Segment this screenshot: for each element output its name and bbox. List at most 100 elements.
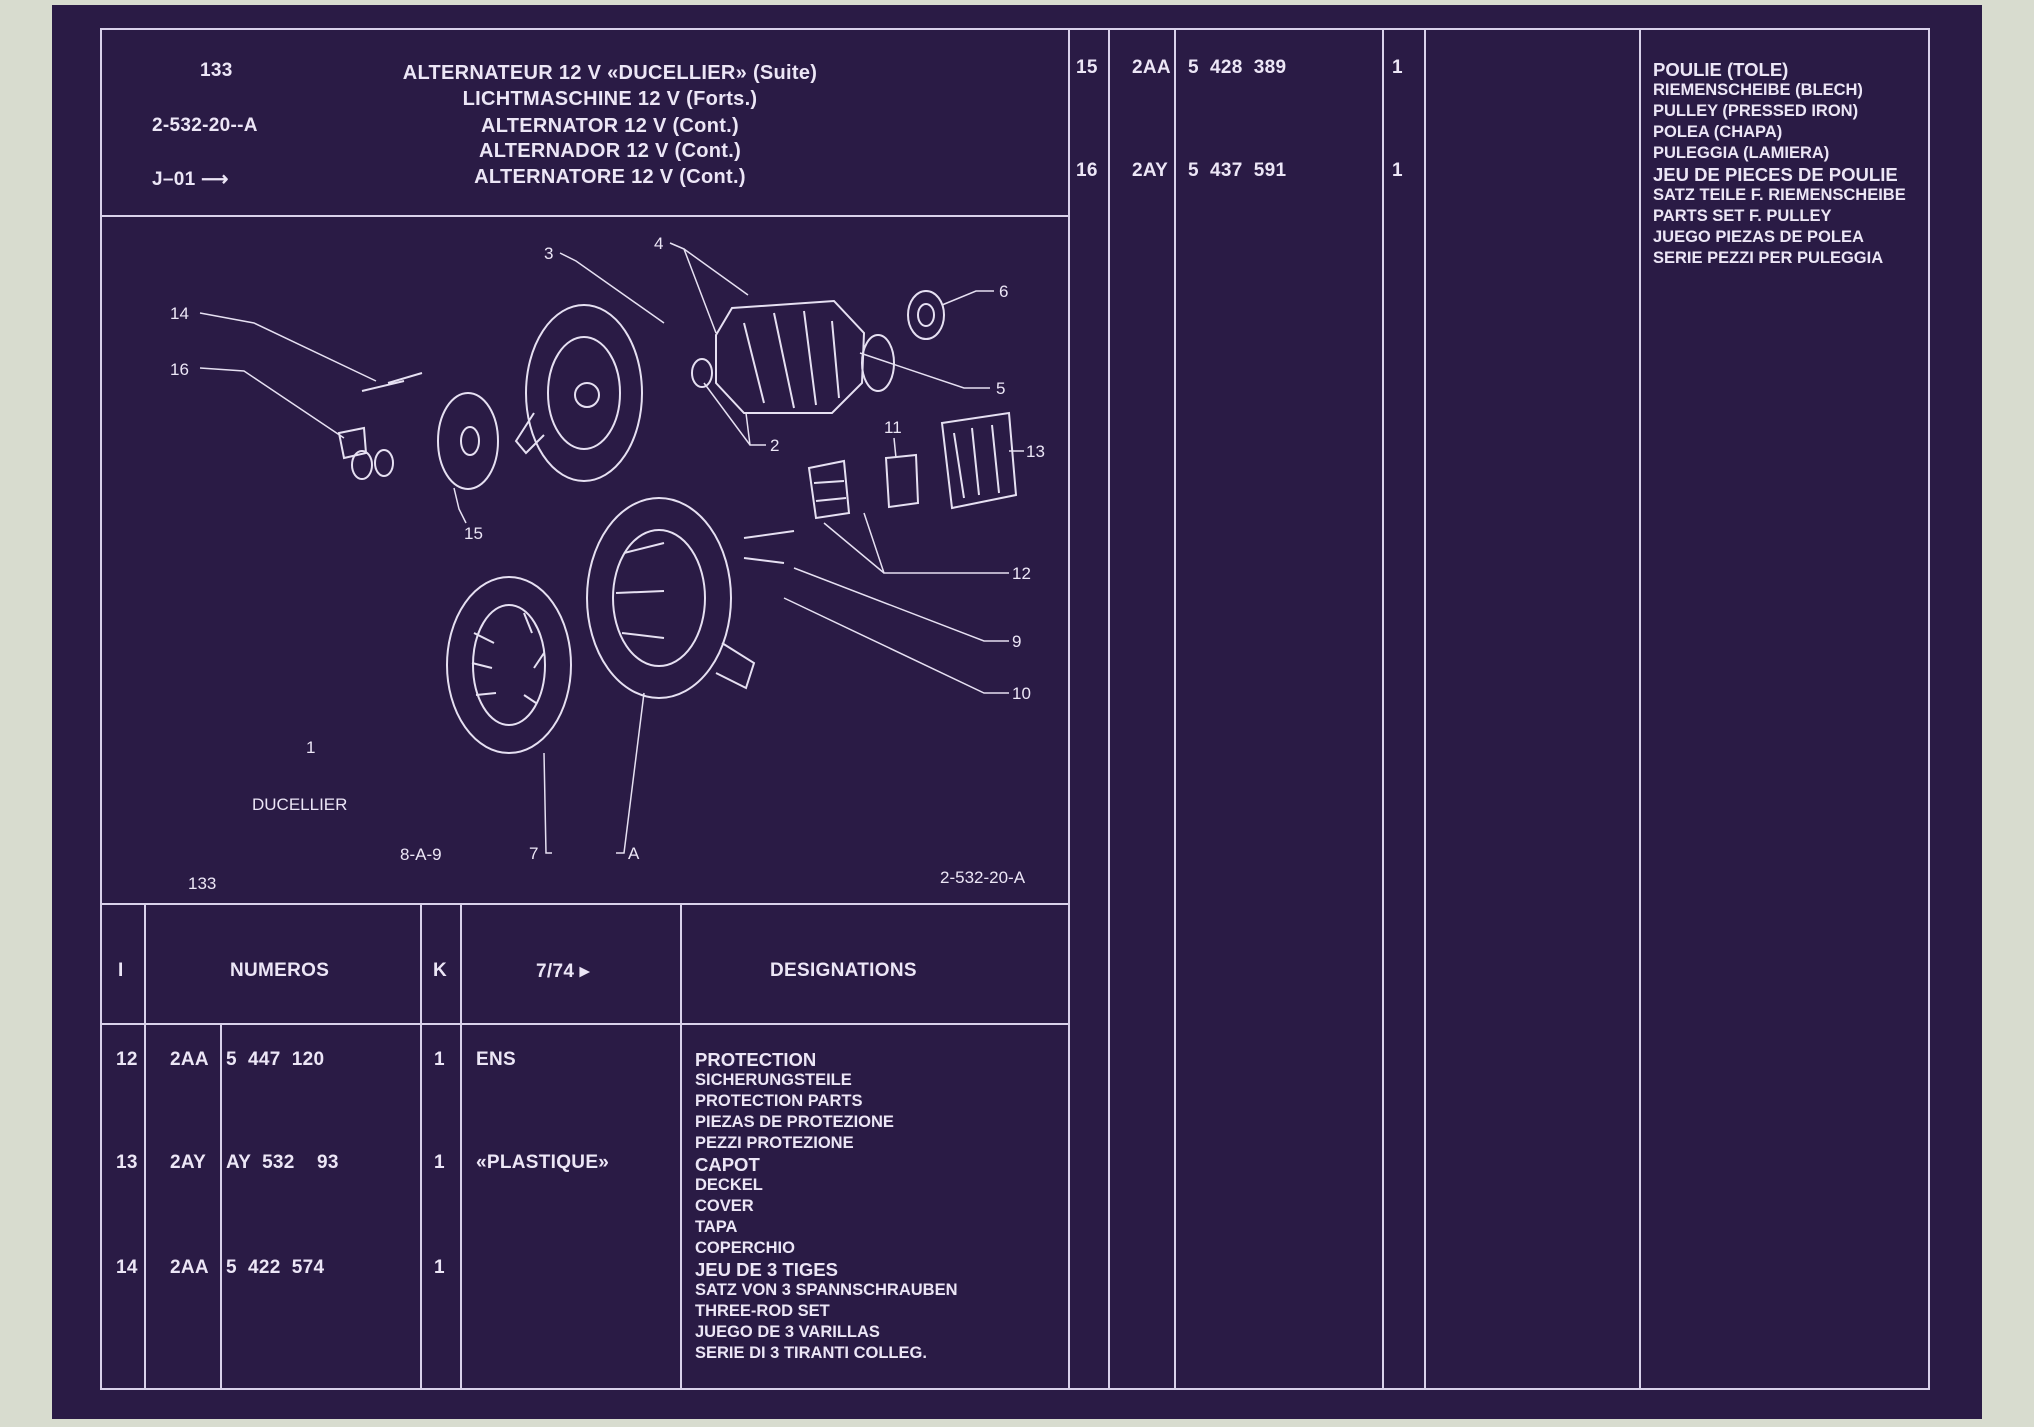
row-designation: JEU DE PIECES DE POULIE SATZ TEILE F. RI… — [1653, 164, 1906, 267]
rear-housing-inner — [547, 336, 621, 450]
row-part-number: 5 428 389 — [1188, 57, 1287, 78]
row-k: 1 — [434, 1152, 445, 1173]
rule — [100, 903, 1068, 905]
callout-15: 15 — [464, 524, 483, 543]
callout-12: 12 — [1012, 564, 1031, 583]
regulator-bolt — [743, 530, 795, 564]
callout-11: 11 — [884, 418, 902, 437]
row-k: 1 — [434, 1257, 445, 1278]
leader-4b — [683, 248, 749, 296]
row-index: 15 — [1076, 57, 1098, 78]
callout-16: 16 — [170, 360, 189, 379]
rotor-slip-ring — [861, 334, 895, 392]
rule — [220, 1023, 222, 1390]
leader-2b — [745, 412, 751, 446]
diagram-ref-code: 2-532-20-A — [940, 868, 1026, 887]
front-housing-inner — [612, 529, 706, 667]
front-housing-ribs — [615, 542, 665, 639]
exploded-view-diagram: 14 16 15 3 4 6 5 2 11 13 12 9 10 7 A 1 D… — [104, 213, 1070, 903]
sheet-frame — [100, 28, 1930, 1390]
callout-14: 14 — [170, 304, 189, 323]
row-index: 13 — [116, 1152, 138, 1173]
rule — [680, 903, 682, 1390]
row-designation: POULIE (TOLE) RIEMENSCHEIBE (BLECH) PULL… — [1653, 59, 1863, 162]
pulley-washer — [351, 450, 373, 480]
rule — [460, 903, 462, 1390]
row-part-number: 5 422 574 — [226, 1257, 325, 1278]
callout-9: 9 — [1012, 632, 1021, 651]
tie-rods — [361, 372, 423, 392]
plastic-cover — [940, 411, 1018, 510]
row-code: 2AY — [1132, 160, 1169, 181]
rule — [1174, 28, 1176, 1390]
title-es: ALTERNADOR 12 V (Cont.) — [478, 140, 742, 162]
row-part-number: 5 437 591 — [1188, 160, 1287, 181]
rule — [1108, 28, 1110, 1390]
row-k: 1 — [1392, 57, 1403, 78]
row-designation: PROTECTION SICHERUNGSTEILE PROTECTION PA… — [695, 1049, 894, 1152]
rear-housing — [525, 304, 643, 482]
brand-name: DUCELLIER — [252, 795, 347, 814]
leader-A — [616, 692, 645, 854]
row-note: «PLASTIQUE» — [476, 1152, 610, 1173]
arrow-right-icon: ⟶ — [201, 169, 229, 190]
callout-13: 13 — [1026, 442, 1045, 461]
rule — [100, 1023, 1068, 1025]
row-code: 2AA — [1132, 57, 1171, 78]
alternator-exploded-drawing: 14 16 15 3 4 6 5 2 11 13 12 9 10 7 A 1 D… — [170, 234, 1045, 893]
row-part-number: 5 447 120 — [226, 1049, 325, 1070]
col-header-index: I — [118, 960, 124, 981]
row-designation: CAPOT DECKEL COVER TAPA COPERCHIO — [695, 1154, 795, 1257]
row-code: 2AA — [170, 1049, 209, 1070]
row-index: 16 — [1076, 160, 1098, 181]
stator — [446, 576, 572, 754]
leader-12b — [823, 522, 885, 574]
stator-inner — [472, 604, 546, 726]
series-code: J–01 ⟶ — [152, 169, 229, 190]
bearing — [907, 290, 945, 340]
row-designation: JEU DE 3 TIGES SATZ VON 3 SPANNSCHRAUBEN… — [695, 1259, 958, 1362]
row-k: 1 — [434, 1049, 445, 1070]
page-number: 133 — [200, 60, 233, 81]
callout-6: 6 — [999, 282, 1008, 301]
pulley-nut — [374, 449, 394, 477]
title-de: LICHTMASCHINE 12 V (Forts.) — [462, 88, 758, 110]
rule — [100, 215, 1068, 217]
plastic-cover-detail — [953, 424, 1000, 499]
leader-9 — [793, 567, 1009, 642]
parts-catalog-sheet: 133 2-532-20--A J–01 ⟶ ALTERNATEUR 12 V … — [52, 5, 1982, 1419]
rear-housing-lug — [514, 412, 545, 455]
col-header-date: 7/74 ▸ — [536, 961, 590, 982]
rule — [1382, 28, 1384, 1390]
row-note: ENS — [476, 1049, 516, 1070]
diode-detail — [813, 480, 847, 502]
leader-12a — [863, 512, 1009, 574]
rule — [1424, 28, 1426, 1390]
leader-15 — [453, 487, 467, 524]
callout-3: 3 — [544, 244, 553, 263]
leader-6 — [941, 290, 994, 306]
front-housing — [586, 497, 732, 699]
view-code: 8-A-9 — [400, 845, 442, 864]
pulley — [437, 392, 499, 490]
row-code: 2AA — [170, 1257, 209, 1278]
row-index: 12 — [116, 1049, 138, 1070]
rotor-shaft — [691, 358, 713, 388]
insulator-plate — [884, 453, 920, 509]
diode-plate — [807, 459, 851, 520]
title-en: ALTERNATOR 12 V (Cont.) — [480, 115, 739, 137]
diagram-page-number: 133 — [188, 874, 216, 893]
rotor-claws — [743, 310, 840, 409]
bearing-inner — [917, 303, 935, 327]
title-fr: ALTERNATEUR 12 V «DUCELLIER» (Suite) — [402, 62, 818, 84]
callout-A: A — [628, 844, 640, 863]
row-code: 2AY — [170, 1152, 207, 1173]
row-index: 14 — [116, 1257, 138, 1278]
leader-14 — [199, 312, 377, 382]
row-part-number: AY 532 93 — [226, 1152, 339, 1173]
pulley-hub — [460, 426, 480, 456]
title-it: ALTERNATORE 12 V (Cont.) — [474, 166, 746, 188]
leader-3 — [559, 252, 665, 324]
rotor — [715, 299, 866, 414]
rear-housing-hub — [574, 382, 600, 408]
